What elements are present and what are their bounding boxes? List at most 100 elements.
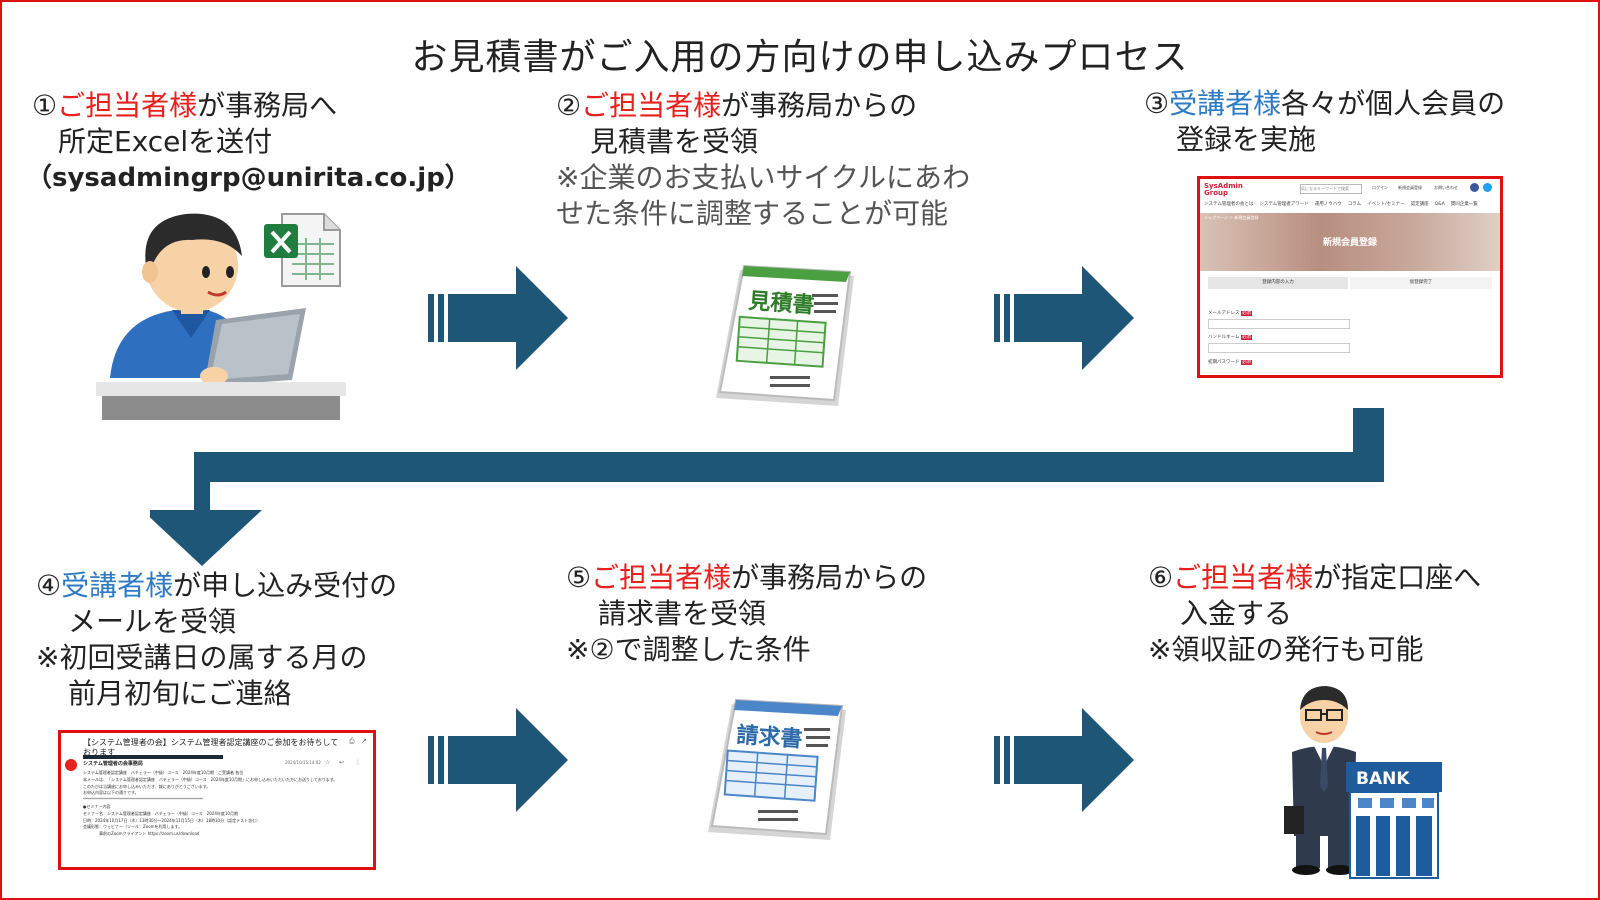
step-detail: 入金する bbox=[1180, 597, 1293, 630]
email-line: 本メールは、「システム管理者認定講座 バチェラー（中級）コース 2024年度10… bbox=[83, 776, 338, 782]
hero-title: 新規会員登録 bbox=[1322, 238, 1377, 248]
email-subject: 【システム管理者の会】システム管理者認定講座のご参加をお待ちして bbox=[83, 738, 338, 747]
field-label: 初期パスワード bbox=[1208, 360, 1240, 365]
email-line: お申込内容は以下の通りです。 bbox=[83, 790, 139, 796]
step-action: が事務局へ bbox=[197, 89, 338, 122]
email-line: システム管理者認定講座 バチェラー（中級）コース 2024年度10月期 ご受講者… bbox=[83, 770, 244, 775]
header-link-contact[interactable]: お問い合わせ bbox=[1434, 185, 1458, 190]
step-detail: 所定Excelを送付 bbox=[58, 125, 273, 158]
step-action: 各々が個人会員の bbox=[1281, 87, 1506, 120]
required-badge: 必須 bbox=[1240, 335, 1252, 340]
redacted-bar bbox=[83, 755, 223, 759]
step-note-2: せた条件に調整することが可能 bbox=[556, 197, 949, 230]
step-6-text: ⑥ご担当者様が指定口座へ 入金する ※領収証の発行も可能 bbox=[1148, 560, 1481, 668]
email-line: ****************************************… bbox=[83, 797, 203, 803]
step-note: ※領収証の発行も可能 bbox=[1148, 633, 1424, 666]
step-detail: 登録を実施 bbox=[1176, 123, 1317, 156]
facebook-icon[interactable] bbox=[1470, 183, 1479, 192]
step-number: ⑤ bbox=[566, 561, 592, 594]
arrow-return-3-4 bbox=[150, 408, 1384, 566]
nav-item[interactable]: イベント/セミナー bbox=[1367, 202, 1405, 207]
email-input[interactable] bbox=[1208, 319, 1350, 329]
hero-banner bbox=[1200, 213, 1500, 271]
required-badge: 必須 bbox=[1240, 360, 1252, 365]
step-detail: メールを受領 bbox=[68, 605, 237, 638]
field-label: メールアドレス bbox=[1208, 311, 1240, 316]
step-action: が申し込み受付の bbox=[173, 569, 398, 602]
header-link-login[interactable]: ログイン bbox=[1372, 185, 1388, 190]
excel-file-icon bbox=[264, 213, 341, 287]
signup-page-thumbnail: SysAdmin Group 気になるキーワードで検索 ログイン 新規会員登録 … bbox=[1197, 176, 1503, 378]
step-detail: 請求書を受領 bbox=[598, 597, 767, 630]
sender-avatar bbox=[65, 759, 77, 771]
step-number: ② bbox=[556, 89, 582, 122]
email-line[interactable]: 事前のZoomクライアント https://zoom.us/download bbox=[83, 831, 200, 837]
nav-item[interactable]: システム管理者の会とは bbox=[1204, 202, 1254, 207]
step-action: が事務局からの bbox=[721, 89, 918, 122]
reply-icon[interactable]: ↩ bbox=[339, 759, 345, 766]
nav-item[interactable]: 運用ノウハウ bbox=[1314, 202, 1342, 207]
estimate-title: 見積書 bbox=[748, 288, 816, 319]
invoice-document-icon: 請求書 bbox=[708, 698, 846, 840]
step-5-text: ⑤ご担当者様が事務局からの 請求書を受領 ※②で調整した条件 bbox=[566, 560, 927, 668]
step-actor: ご担当者様 bbox=[1173, 561, 1314, 594]
businessman-bank-icon: BANK bbox=[1284, 686, 1442, 879]
step-number: ① bbox=[32, 89, 58, 122]
email-line: このたびは当講座にお申し込みいただき、誠にありがとうございます。 bbox=[83, 783, 211, 789]
step-number: ③ bbox=[1144, 87, 1170, 120]
nav-item[interactable]: 賛同企業一覧 bbox=[1450, 202, 1478, 207]
step-detail: 見積書を受領 bbox=[590, 125, 759, 158]
step-actor: 受講者様 bbox=[61, 569, 174, 602]
site-search-input[interactable]: 気になるキーワードで検索 bbox=[1300, 184, 1362, 194]
email-date: 2024/10/15 14:02 bbox=[285, 760, 321, 765]
step-email: （sysadmingrp@unirita.co.jp） bbox=[26, 163, 471, 193]
step-note-2: 前月初旬にご連絡 bbox=[68, 677, 292, 710]
nav-item[interactable]: Q&A bbox=[1434, 202, 1445, 207]
step-2-text: ②ご担当者様が事務局からの 見積書を受領 ※企業のお支払いサイクルにあわ せた条… bbox=[556, 88, 970, 232]
step-action: が指定口座へ bbox=[1313, 561, 1482, 594]
twitter-icon[interactable] bbox=[1483, 183, 1492, 192]
email-thumbnail: 【システム管理者の会】システム管理者認定講座のご参加をお待ちして おります ⎙ … bbox=[58, 730, 376, 870]
email-line: 日時：2024年10月17日（木）13時30分～2024年11月15日（木）18… bbox=[83, 817, 261, 823]
print-icon[interactable]: ⎙ bbox=[349, 737, 355, 745]
email-line: 会議形態：ウェビナー（ツール：Zoomを利用します。 bbox=[83, 824, 183, 830]
invoice-title: 請求書 bbox=[736, 722, 804, 753]
progress-step-1: 登録内容の入力 bbox=[1208, 277, 1348, 289]
step-note: ※②で調整した条件 bbox=[566, 633, 811, 666]
estimate-document-icon: 見積書 bbox=[716, 264, 854, 406]
step-1-text: ①ご担当者様が事務局へ 所定Excelを送付 （sysadmingrp@unir… bbox=[26, 88, 471, 196]
required-badge: 必須 bbox=[1240, 311, 1252, 316]
arrow-right-4-5 bbox=[428, 708, 568, 812]
field-label: ハンドルネーム bbox=[1208, 335, 1240, 340]
field-label-handle: ハンドルネーム 必須 bbox=[1208, 334, 1252, 340]
arrow-right-5-6 bbox=[994, 708, 1134, 812]
page-title: お見積書がご入用の方向けの申し込みプロセス bbox=[411, 37, 1189, 78]
header-link-register[interactable]: 新規会員登録 bbox=[1398, 185, 1422, 190]
email-line: ●セミナー内容 bbox=[83, 803, 111, 809]
handle-input[interactable] bbox=[1208, 343, 1350, 353]
person-with-laptop-icon bbox=[96, 213, 346, 420]
site-nav: システム管理者の会とはシステム管理者アワード運用ノウハウコラムイベント/セミナー… bbox=[1204, 201, 1496, 207]
field-label-password: 初期パスワード 必須 bbox=[1208, 359, 1252, 365]
open-external-icon[interactable]: ↗ bbox=[361, 737, 367, 745]
nav-item[interactable]: 認定講座 bbox=[1410, 202, 1429, 207]
nav-item[interactable]: コラム bbox=[1347, 202, 1362, 207]
email-sender: システム管理者の会事務局 bbox=[83, 761, 143, 767]
step-number: ④ bbox=[36, 569, 62, 602]
step-note: ※初回受講日の属する月の bbox=[36, 641, 368, 674]
step-3-text: ③受講者様各々が個人会員の 登録を実施 bbox=[1144, 86, 1505, 158]
step-4-text: ④受講者様が申し込み受付の メールを受領 ※初回受講日の属する月の 前月初旬にご… bbox=[36, 568, 397, 712]
email-subject-2: おります bbox=[83, 748, 115, 757]
breadcrumb: トップページ ＞ 新規会員登録 bbox=[1204, 215, 1259, 220]
nav-item[interactable]: システム管理者アワード bbox=[1259, 202, 1309, 207]
star-icon[interactable]: ☆ bbox=[325, 759, 331, 766]
more-options-icon[interactable]: ⋮ bbox=[355, 759, 361, 766]
site-logo: SysAdmin Group bbox=[1204, 182, 1243, 197]
progress-step-2: 仮登録完了 bbox=[1350, 277, 1492, 289]
step-action: が事務局からの bbox=[731, 561, 928, 594]
email-body: システム管理者認定講座 バチェラー（中級）コース 2024年度10月期 ご受講者… bbox=[83, 770, 367, 838]
bank-sign: BANK bbox=[1356, 769, 1410, 789]
arrow-right-1-2 bbox=[428, 266, 568, 370]
step-actor: ご担当者様 bbox=[591, 561, 732, 594]
